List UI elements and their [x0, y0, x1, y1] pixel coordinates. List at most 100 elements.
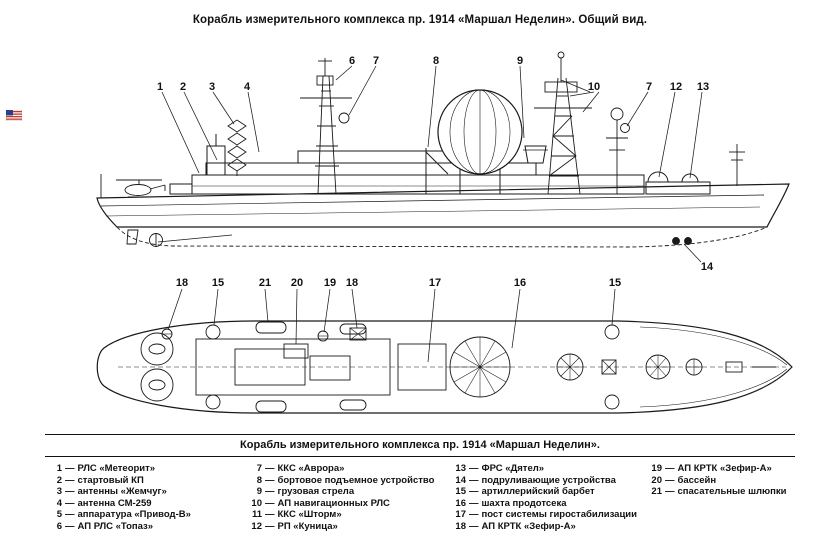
legend-item: 2—стартовый КП: [48, 475, 244, 487]
side-view-hull: [96, 183, 790, 228]
legend-item-label: пост системы гиростабилизации: [481, 509, 637, 521]
callout-number: 9: [517, 55, 523, 67]
legend-item-dash: —: [65, 520, 75, 532]
legend-item-dash: —: [469, 520, 479, 532]
callout-number: 4: [244, 81, 251, 93]
legend-item-number: 21: [651, 486, 662, 498]
legend-item-dash: —: [469, 474, 479, 486]
callout-number: 20: [291, 277, 303, 289]
legend-item-number: 15: [455, 486, 466, 498]
side-view-aftmast: [606, 107, 630, 194]
side-view-foremast: [300, 58, 352, 195]
divider-line: [45, 456, 795, 457]
legend-item-label: бортовое подъемное устройство: [277, 474, 435, 486]
callout-number: 3: [209, 81, 215, 93]
legend-item-number: 1: [56, 463, 62, 474]
legend-item-label: стартовый КП: [77, 474, 144, 486]
legend-item-number: 10: [251, 497, 262, 509]
legend-item-number: 19: [651, 463, 662, 474]
side-view-pearl-antennas: [227, 119, 247, 176]
legend-item-dash: —: [469, 486, 479, 498]
plan-view-antennas: [205, 324, 703, 410]
legend-item-dash: —: [665, 463, 675, 474]
legend-item-number: 2: [56, 474, 62, 486]
legend-item-label: спасательные шлюпки: [677, 486, 787, 498]
legend-item-dash: —: [469, 463, 479, 474]
callout-number: 7: [646, 81, 652, 93]
legend-item-label: АП навигационных РЛС: [277, 497, 390, 509]
callout-number: 2: [180, 81, 186, 93]
legend-column-3: 13—ФРС «Дятел» 14—подруливающие устройст…: [452, 463, 644, 533]
side-view-radome: [437, 89, 523, 195]
legend-item-dash: —: [469, 497, 479, 509]
legend-item: 1—РЛС «Метеорит»: [48, 463, 244, 475]
legend-item-label: ККС «Шторм»: [277, 509, 342, 521]
side-view-callout-lines: [161, 65, 703, 263]
callout-number: 15: [212, 277, 224, 289]
legend-column-1: 1—РЛС «Метеорит» 2—стартовый КП 3—антенн…: [48, 463, 244, 533]
side-view-mainmast: [534, 51, 592, 195]
legend-item: 20—бассейн: [648, 475, 833, 487]
legend-item: 18—АП КРТК «Зефир-А»: [452, 521, 644, 533]
callout-number: 7: [373, 55, 379, 67]
legend-item-dash: —: [65, 486, 75, 498]
legend-item: 6—АП РЛС «Топаз»: [48, 521, 244, 533]
legend-item-label: АП КРТК «Зефир-А»: [481, 520, 576, 532]
legend-item-number: 20: [651, 474, 662, 486]
legend-item: 21—спасательные шлюпки: [648, 486, 833, 498]
callout-number: 21: [259, 277, 271, 289]
legend-item-label: грузовая стрела: [277, 486, 355, 498]
plan-view-callout-numbers: 18 15 21 20 19 18 17 16 15: [176, 277, 621, 289]
legend-item: 4—антенна СМ-259: [48, 498, 244, 510]
plan-view-lifeboats: [255, 321, 367, 413]
legend-item-dash: —: [65, 509, 75, 521]
legend-item-label: шахта продотсека: [481, 497, 567, 509]
legend-item-label: АП РЛС «Топаз»: [77, 520, 154, 532]
legend-item: 11—ККС «Шторм»: [248, 509, 448, 521]
legend-item-label: РП «Куница»: [277, 520, 338, 532]
side-view-underwater: [116, 226, 768, 248]
callout-number: 18: [176, 277, 188, 289]
legend-item-number: 4: [56, 497, 62, 509]
side-view-superstructure: [169, 134, 711, 195]
legend-item: 10—АП навигационных РЛС: [248, 498, 448, 510]
plan-view-radome-top: [449, 336, 511, 398]
legend-item-label: подруливающие устройства: [481, 474, 616, 486]
legend-item-number: 17: [455, 509, 466, 521]
plan-view-deck-structures: [140, 327, 776, 402]
callout-number: 1: [157, 81, 163, 93]
legend-item: 5—аппаратура «Привод-В»: [48, 509, 244, 521]
legend-item-label: бассейн: [677, 474, 717, 486]
legend-item: 17—пост системы гиростабилизации: [452, 509, 644, 521]
legend-item-label: РЛС «Метеорит»: [77, 463, 156, 474]
side-view-bow-fittings: [100, 144, 745, 198]
legend-item-dash: —: [665, 486, 675, 498]
legend-item-number: 16: [455, 497, 466, 509]
legend-item-label: антенна СМ-259: [77, 497, 152, 509]
flag-icon: [6, 110, 22, 121]
legend-item-dash: —: [65, 463, 75, 474]
side-view-drawing: 1 2 3 4 6 7 8 9 10 7 12 13 14: [96, 51, 790, 273]
callout-number: 13: [697, 81, 709, 93]
callout-number: 6: [349, 55, 355, 67]
legend-item-label: ККС «Аврора»: [277, 463, 345, 474]
callout-number: 18: [346, 277, 358, 289]
legend-column-4: 19—АП КРТК «Зефир-А» 20—бассейн 21—спаса…: [648, 463, 833, 498]
legend-item-label: ФРС «Дятел»: [481, 463, 545, 474]
legend-item: 12—РП «Куница»: [248, 521, 448, 533]
side-view-callout-numbers: 1 2 3 4 6 7 8 9 10 7 12 13 14: [157, 55, 714, 273]
legend-item-dash: —: [65, 497, 75, 509]
callout-number: 12: [670, 81, 682, 93]
legend-item-dash: —: [265, 509, 275, 521]
legend-item-dash: —: [265, 463, 275, 474]
legend-item-dash: —: [265, 520, 275, 532]
legend-item-number: 5: [56, 509, 62, 521]
legend-item-dash: —: [65, 474, 75, 486]
legend-item: 13—ФРС «Дятел»: [452, 463, 644, 475]
legend-item-number: 6: [56, 520, 62, 532]
legend-item-number: 8: [256, 474, 262, 486]
legend-item-dash: —: [469, 509, 479, 521]
callout-number: 14: [701, 261, 714, 273]
legend-item-number: 18: [455, 520, 466, 532]
legend-item-dash: —: [665, 474, 675, 486]
